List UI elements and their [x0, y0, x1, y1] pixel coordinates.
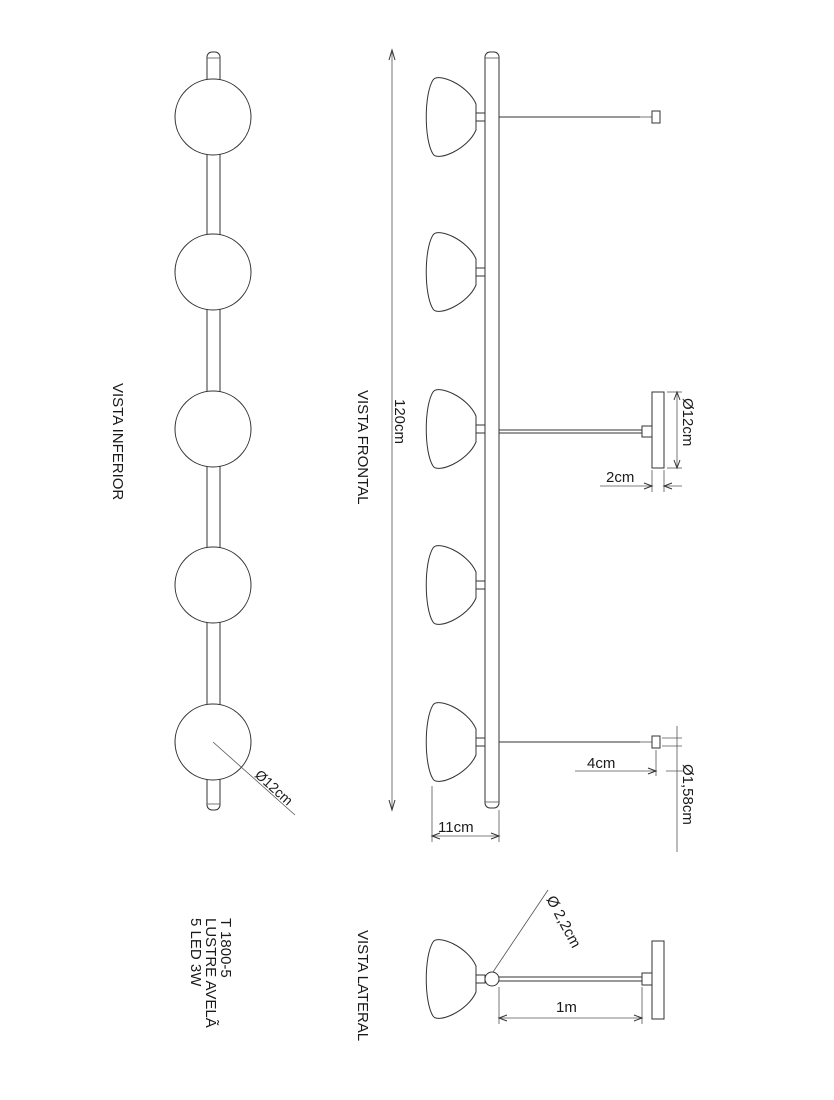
- front-view-shade-4: [425, 545, 486, 625]
- canopy-diameter-label: Ø12cm: [679, 398, 696, 446]
- joint-diameter-label: Ø 2,2cm: [542, 893, 584, 951]
- overall-length-label: 120cm: [391, 399, 408, 444]
- canopy-connector: [641, 425, 653, 438]
- shade-diameter-leader: [212, 741, 296, 816]
- product-spec: 5 LED 3W: [187, 918, 204, 987]
- bottom-view-title: VISTA INFERIOR: [109, 383, 126, 500]
- cable-length-label: 1m: [556, 999, 577, 1016]
- side-view: VISTA LATERAL Ø 2,2cm 1m: [354, 889, 665, 1041]
- bottom-view: Ø12cm VISTA INFERIOR: [109, 51, 296, 816]
- top-cable-clip: [651, 110, 661, 124]
- side-view-joint: [484, 971, 500, 987]
- front-view-shade-3: [425, 389, 486, 469]
- canopy-depth-label: 2cm: [606, 469, 634, 486]
- cable-offset-label: 4cm: [587, 755, 615, 772]
- bottom-view-shade-2: [174, 233, 252, 311]
- side-view-canopy: [651, 940, 665, 1020]
- canopy: [651, 391, 665, 469]
- body-depth-label: 11cm: [438, 819, 474, 836]
- front-view-shade-1: [425, 77, 486, 157]
- bottom-view-shade-3: [174, 390, 252, 468]
- bottom-view-shade-diameter-label: Ø12cm: [252, 766, 296, 808]
- front-view-title: VISTA FRONTAL: [354, 390, 371, 504]
- bottom-view-shade-1: [174, 78, 252, 156]
- side-view-shade: [425, 939, 477, 1019]
- front-view-bar: [484, 51, 500, 809]
- bottom-view-shade-4: [174, 546, 252, 624]
- front-view: 120cm VISTA FRONTAL: [354, 48, 696, 852]
- cable-diameter-label: Ø1,58cm: [679, 764, 696, 825]
- side-view-canopy-connector: [641, 972, 653, 986]
- front-view-shade-2: [425, 232, 486, 312]
- side-view-title: VISTA LATERAL: [354, 930, 371, 1041]
- bottom-cable-clip: [651, 735, 661, 749]
- product-code: T 1800-5: [217, 918, 234, 978]
- product-name: LUSTRE AVELÃ: [202, 918, 219, 1028]
- title-block: T 1800-5 LUSTRE AVELÃ 5 LED 3W: [187, 918, 234, 1028]
- front-view-shade-5: [425, 702, 486, 782]
